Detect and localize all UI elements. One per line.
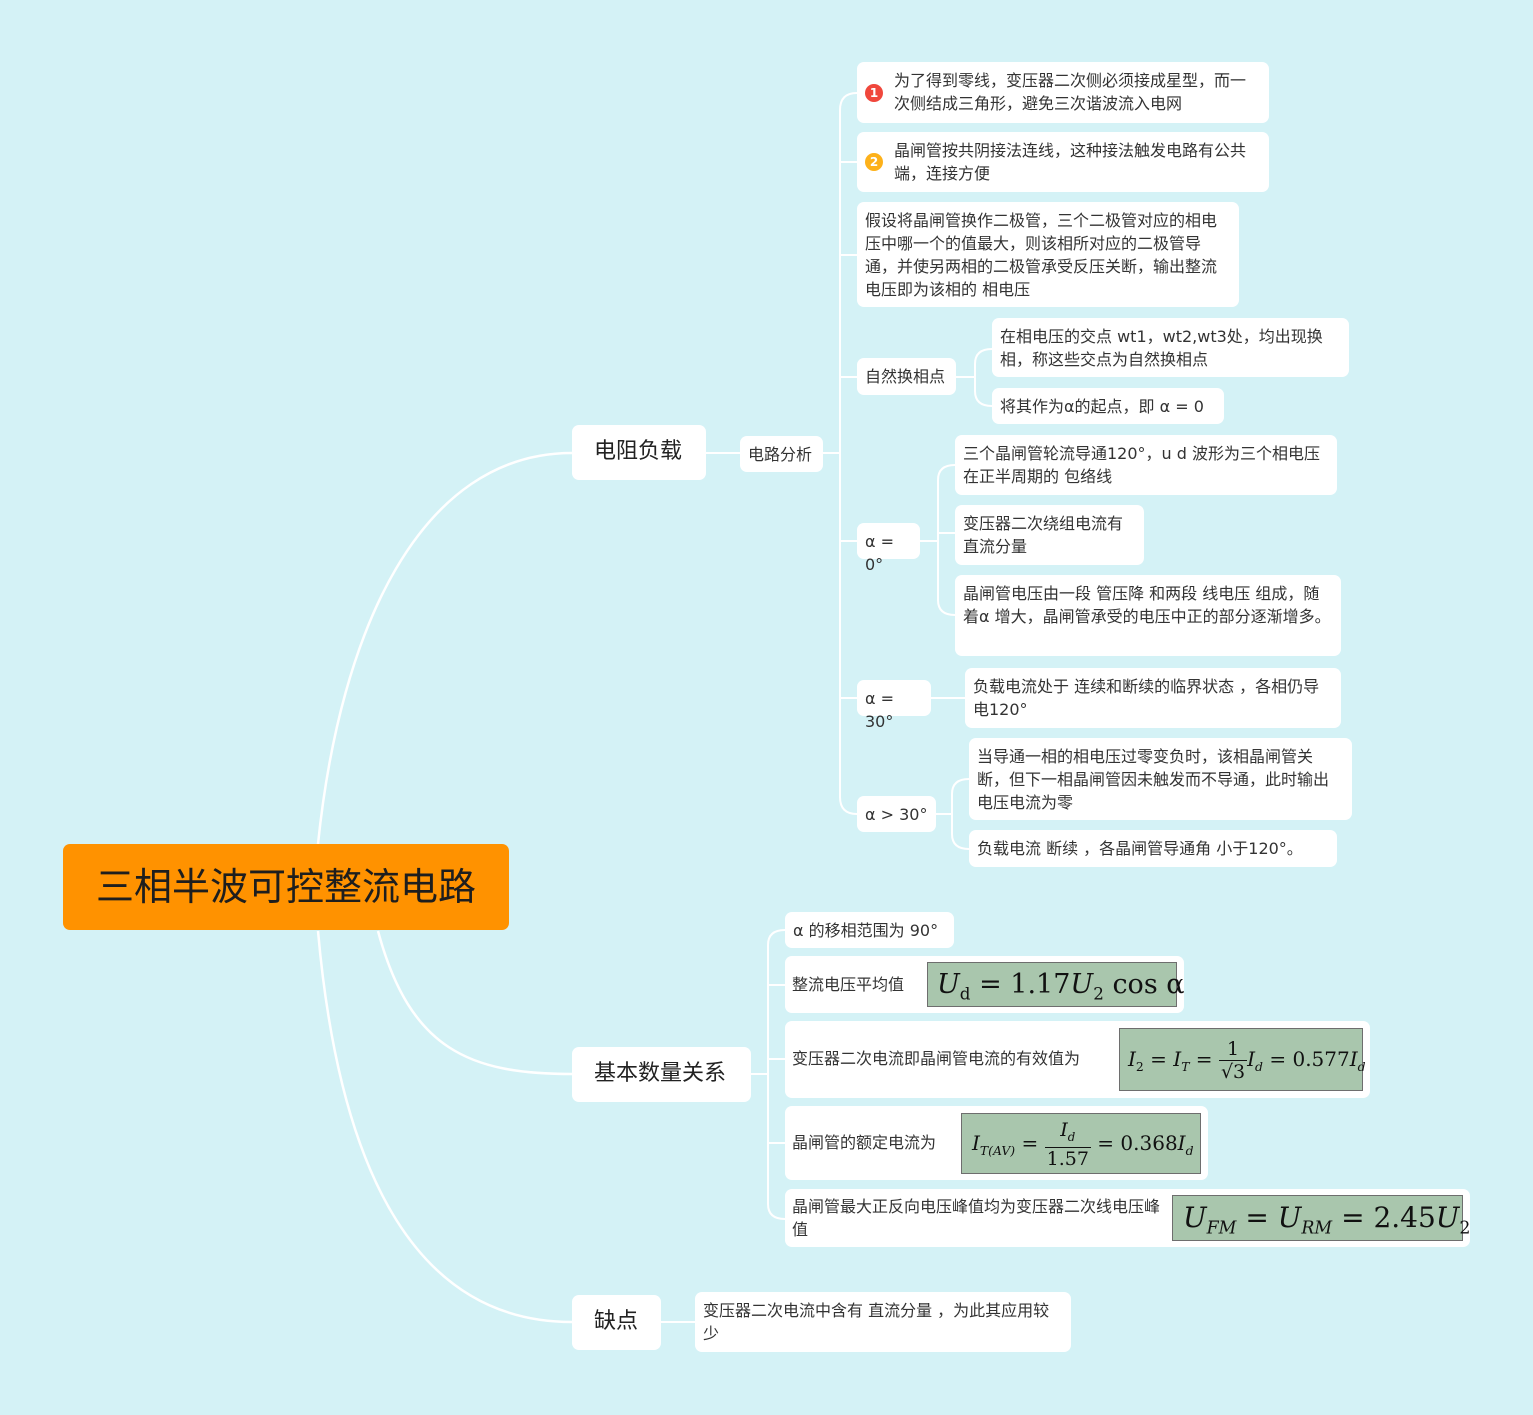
topic-alpha-gt-30[interactable]: α > 30° — [857, 796, 936, 832]
note-text: 晶闸管按共阴接法连线，这种接法触发电路有公共端，连接方便 — [894, 141, 1247, 183]
phase-shift-range[interactable]: α 的移相范围为 90° — [785, 912, 954, 948]
formula-avg-voltage-image: Ud = 1.17U2 cos α — [927, 962, 1185, 1007]
formula-peak-voltage-image: UFM = URM = 2.45U2 — [1172, 1195, 1470, 1241]
branch-resistive-load[interactable]: 电阻负载 — [572, 425, 706, 480]
alpha-gt-30-item[interactable]: 当导通一相的相电压过零变负时，该相晶闸管关断，但下一相晶闸管因未触发而不导通，此… — [969, 738, 1352, 820]
alpha-30-item[interactable]: 负载电流处于 连续和断续的临界状态 ，各相仍导电120° — [965, 668, 1341, 728]
formula-peak-voltage[interactable]: 晶闸管最大正反向电压峰值均为变压器二次线电压峰值 UFM = URM = 2.4… — [785, 1189, 1470, 1247]
formula-label: 晶闸管的额定电流为 — [792, 1133, 937, 1152]
topic-natural-commutation[interactable]: 自然换相点 — [857, 358, 956, 395]
alpha-0-item[interactable]: 晶闸管电压由一段 管压降 和两段 线电压 组成，随着α 增大，晶闸管承受的电压中… — [955, 575, 1341, 656]
natural-commutation-item[interactable]: 在相电压的交点 wt1，wt2,wt3处，均出现换相，称这些交点为自然换相点 — [992, 318, 1349, 377]
topic-circuit-analysis[interactable]: 电路分析 — [740, 436, 823, 472]
note-star-connection[interactable]: 1 为了得到零线，变压器二次侧必须接成星型，而一次侧结成三角形，避免三次谐波流入… — [857, 62, 1269, 123]
topic-alpha-0[interactable]: α = 0° — [857, 523, 920, 574]
formula-label: 变压器二次电流即晶闸管电流的有效值为 — [792, 1049, 1081, 1068]
topic-diode-assumption[interactable]: 假设将晶闸管换作二极管，三个二极管对应的相电压中哪一个的值最大，则该相所对应的二… — [857, 202, 1239, 307]
alpha-0-item[interactable]: 三个晶闸管轮流导通120°，u d 波形为三个相电压在正半周期的 包络线 — [955, 435, 1337, 495]
topic-alpha-30[interactable]: α = 30° — [857, 680, 931, 731]
priority-2-icon: 2 — [865, 153, 883, 171]
branch-drawback[interactable]: 缺点 — [572, 1295, 661, 1350]
alpha-0-item[interactable]: 变压器二次绕组电流有直流分量 — [955, 505, 1144, 565]
priority-1-icon: 1 — [865, 83, 883, 102]
natural-commutation-item[interactable]: 将其作为α的起点，即 α = 0 — [992, 388, 1224, 424]
note-text: 为了得到零线，变压器二次侧必须接成星型，而一次侧结成三角形，避免三次谐波流入电网 — [894, 71, 1247, 113]
root-topic[interactable]: 三相半波可控整流电路 — [63, 844, 509, 930]
alpha-gt-30-item[interactable]: 负载电流 断续 ，各晶闸管导通角 小于120°。 — [969, 830, 1337, 867]
formula-avg-voltage[interactable]: 整流电压平均值 Ud = 1.17U2 cos α — [785, 956, 1185, 1013]
drawback-note[interactable]: 变压器二次电流中含有 直流分量 ，为此其应用较少 — [695, 1292, 1071, 1352]
note-common-cathode[interactable]: 2 晶闸管按共阴接法连线，这种接法触发电路有公共端，连接方便 — [857, 132, 1269, 192]
formula-label: 晶闸管最大正反向电压峰值均为变压器二次线电压峰值 — [792, 1197, 1161, 1239]
formula-label: 整流电压平均值 — [792, 975, 905, 994]
branch-basic-quantities[interactable]: 基本数量关系 — [572, 1047, 751, 1102]
